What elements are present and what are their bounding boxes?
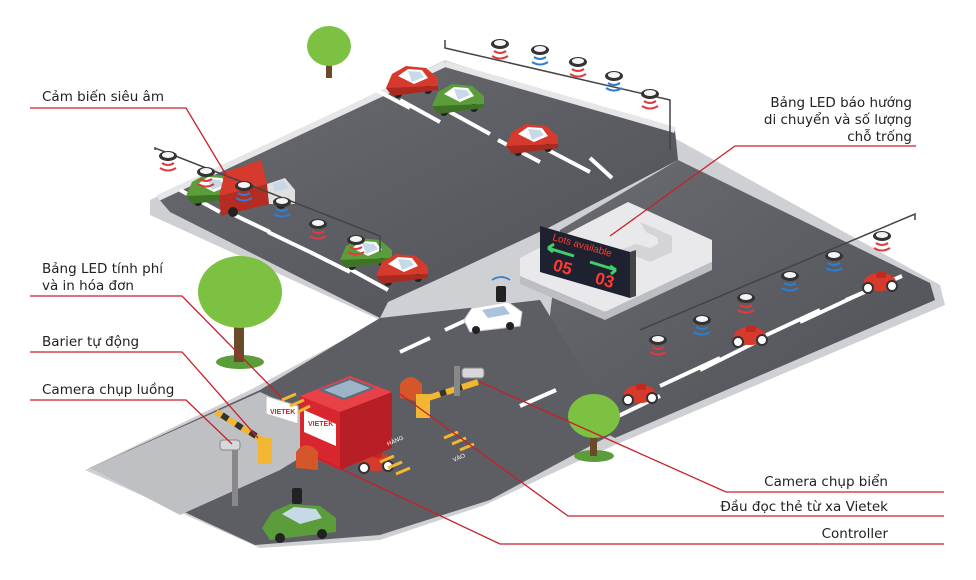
callout-labels: Cảm biến siêu âm Bảng LED báo hướng di c…: [42, 88, 912, 542]
gate-booth: VIETEK: [300, 376, 392, 470]
sensor-rails: [154, 40, 916, 331]
tree-icon: [198, 256, 282, 369]
label-auto-barrier: Barier tự động: [42, 334, 139, 350]
label-plate-camera: Camera chụp biển: [764, 473, 888, 490]
led-left-count: 05: [551, 256, 574, 279]
label-led-direction-line1: Bảng LED báo hướng: [770, 95, 912, 111]
car-at-gate: [262, 488, 336, 543]
booth-brand: VIETEK: [308, 421, 333, 428]
label-fee-led-line2: và in hóa đơn: [42, 278, 134, 294]
label-lane-camera: Camera chụp luồng: [42, 381, 174, 398]
label-ultrasonic-sensor: Cảm biến siêu âm: [42, 88, 164, 105]
sensor-icon: [530, 44, 550, 66]
plate-camera: [454, 366, 485, 396]
label-card-reader: Đầu đọc thẻ từ xa Vietek: [720, 499, 888, 515]
lane-camera: [219, 439, 241, 506]
sensor-icon: [640, 88, 660, 110]
label-controller: Controller: [822, 526, 889, 542]
sensor-icon: [872, 230, 892, 252]
entry-lane-markings: [281, 392, 475, 476]
car-driving: [463, 276, 523, 334]
leader-lines: [30, 107, 944, 545]
sensor-icon: [568, 56, 588, 78]
sensor-icon: [158, 150, 178, 172]
label-led-direction-line3: chỗ trống: [847, 128, 912, 145]
sensor-icon: [490, 38, 510, 60]
tree-icon: [307, 26, 351, 78]
upper-lot-asphalt: [158, 64, 678, 318]
fee-led-sign: VIETEK: [265, 395, 299, 425]
label-fee-led-line1: Bảng LED tính phí: [42, 261, 164, 277]
road-marking: VÀO: [452, 452, 467, 464]
fee-sign-brand: VIETEK: [270, 409, 295, 416]
led-right-count: 03: [593, 269, 616, 292]
label-led-direction-line2: di chuyển và số lượng: [764, 111, 912, 128]
